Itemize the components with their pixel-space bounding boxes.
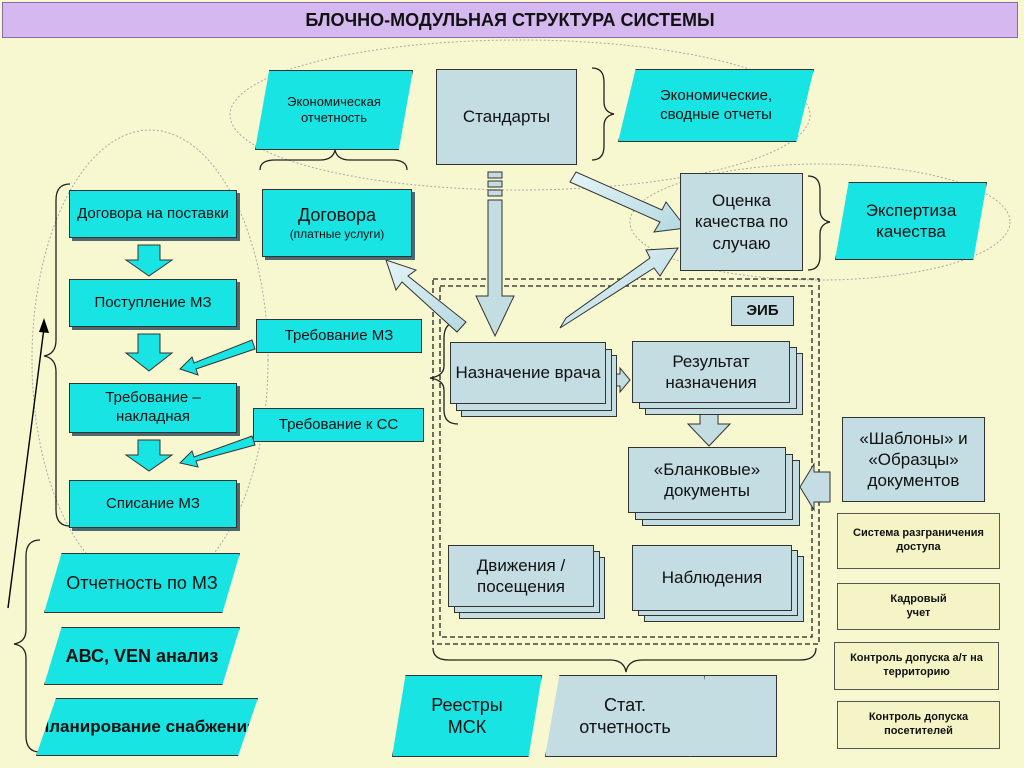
economic-reporting-box[interactable]: Экономическая отчетность [255, 70, 413, 150]
stat-reporting-box[interactable]: Стат. отчетность [545, 675, 705, 757]
receipt-mz-box[interactable]: Поступление МЗ [69, 279, 237, 327]
left-down-arrows [124, 244, 174, 472]
page-title: БЛОЧНО-МОДУЛЬНАЯ СТРУКТУРА СИСТЕМЫ [2, 2, 1018, 38]
brace-bottom-eib [432, 647, 817, 673]
arrow-templates-to-blank [799, 462, 831, 512]
movements-visits-box[interactable]: Движения / посещения [448, 545, 594, 607]
writeoff-mz-box[interactable]: Списание МЗ [69, 480, 237, 528]
reporting-mz-box[interactable]: Отчетность по МЗ [44, 553, 240, 613]
arrow-order-to-quality [559, 247, 679, 329]
timeline-arrow-head [39, 318, 49, 333]
vehicle-access-control-box[interactable]: Контроль допуска а/т на территорию [834, 642, 999, 690]
arrow-standards-to-quality [569, 171, 687, 233]
brace-standards [591, 67, 615, 161]
doctor-order-box[interactable]: Назначение врача [450, 342, 606, 404]
templates-samples-box[interactable]: «Шаблоны» и «Образцы» документов [842, 417, 985, 502]
contracts-paid-box[interactable]: Договора (платные услуги) [262, 189, 412, 257]
standards-down-arrow [475, 171, 515, 338]
quality-expertise-box[interactable]: Экспертиза качества [835, 182, 987, 260]
requisition-mz-box[interactable]: Требование МЗ [256, 319, 422, 353]
brace-left-bottom [13, 539, 41, 753]
economic-summary-box[interactable]: Экономические, сводные отчеты [618, 69, 814, 142]
arrow-result-to-blank [686, 409, 732, 447]
access-control-system-box[interactable]: Система разграничения доступа [837, 513, 1000, 569]
order-result-box[interactable]: Результат назначения [632, 341, 790, 403]
supply-planning-box[interactable]: Планирование снабжения [36, 698, 258, 756]
eib-label: ЭИБ [731, 296, 794, 326]
hr-records-box[interactable]: Кадровый учет [837, 583, 1000, 630]
visitor-access-control-box[interactable]: Контроль допуска посетителей [837, 701, 1000, 749]
requisition-ss-box[interactable]: Требование к СС [253, 408, 424, 442]
requisition-arrows [179, 339, 256, 468]
contracts-supply-box[interactable]: Договора на поставки [69, 190, 237, 238]
brace-top-economic [259, 149, 408, 171]
blank-documents-box[interactable]: «Бланковые» документы [628, 447, 786, 513]
standards-box[interactable]: Стандарты [436, 69, 577, 165]
brace-requests [429, 321, 459, 425]
case-quality-assessment-box[interactable]: Оценка качества по случаю [680, 173, 803, 271]
brace-quality [807, 175, 831, 271]
group-ellipse-quality [629, 163, 1011, 281]
contracts-title: Договора [298, 205, 376, 226]
arrow-to-contracts [385, 259, 467, 333]
timeline-arrow [7, 327, 45, 609]
requisition-invoice-box[interactable]: Требование – накладная [69, 383, 237, 433]
observations-box[interactable]: Наблюдения [632, 545, 792, 611]
contracts-subtitle: (платные услуги) [289, 226, 385, 241]
brace-left-top [43, 183, 71, 527]
group-ellipse-top [229, 39, 811, 191]
msk-registries-box[interactable]: Реестры МСК [392, 675, 542, 757]
abc-ven-box[interactable]: АВС, VEN анализ [44, 627, 240, 685]
